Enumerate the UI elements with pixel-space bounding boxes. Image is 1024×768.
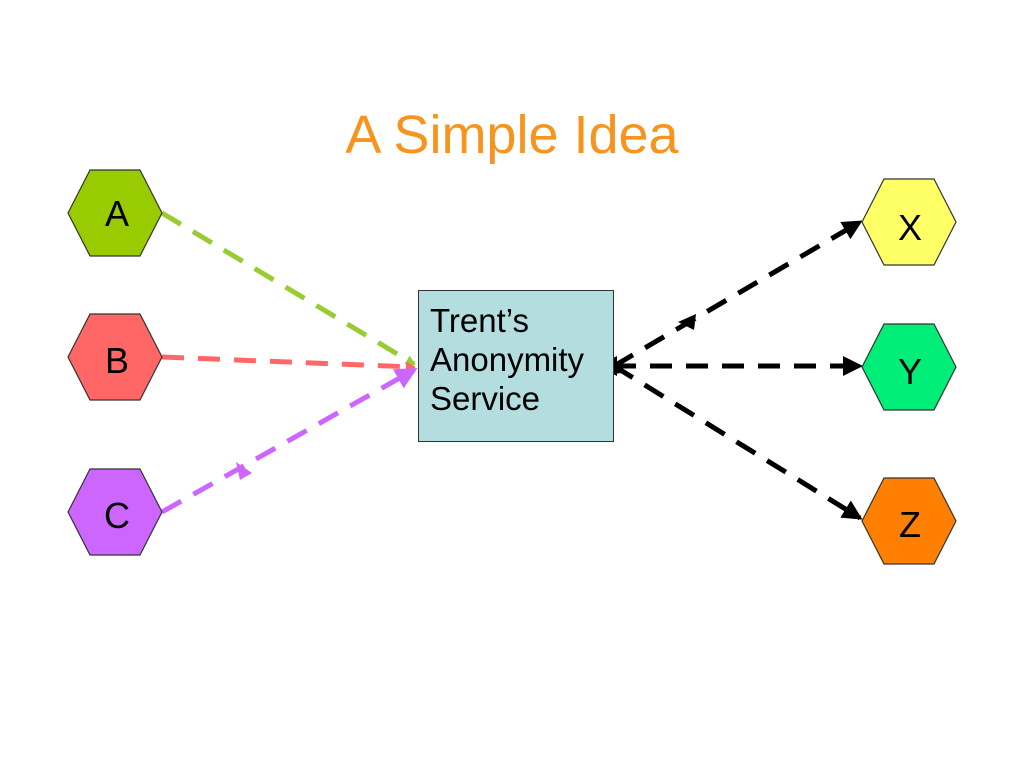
node-x: X [861, 178, 957, 266]
edge-service-to-z [612, 363, 863, 521]
slide-title: A Simple Idea [345, 105, 679, 165]
edge-c-mid-arrowhead [236, 462, 252, 480]
node-z-label: Z [899, 504, 921, 545]
node-c: C [67, 468, 163, 556]
edge-a-to-service [160, 210, 416, 367]
node-x-hexagon [861, 178, 957, 266]
node-x-label: X [898, 207, 922, 248]
node-c-hexagon [67, 468, 163, 556]
node-y-hexagon [861, 323, 957, 411]
node-z-hexagon [861, 477, 957, 565]
edge-x-mid-arrowhead [678, 314, 696, 330]
node-b: B [67, 313, 163, 401]
anonymity-service-box: Trent’s Anonymity Service [418, 290, 614, 442]
edge-service-to-x [599, 219, 863, 375]
service-line-3: Service [430, 380, 541, 417]
node-y: Y [861, 323, 957, 411]
node-a: A [67, 169, 163, 257]
node-y-label: Y [898, 351, 922, 392]
node-b-hexagon [67, 313, 163, 401]
node-a-hexagon [67, 169, 163, 257]
node-z: Z [861, 477, 957, 565]
edge-c-to-service [160, 367, 418, 515]
service-line-1: Trent’s [430, 302, 530, 339]
node-b-label: B [105, 340, 129, 381]
node-c-label: C [104, 495, 130, 536]
edge-b-to-service [161, 354, 416, 372]
service-line-2: Anonymity [430, 341, 585, 378]
node-a-label: A [105, 193, 129, 234]
